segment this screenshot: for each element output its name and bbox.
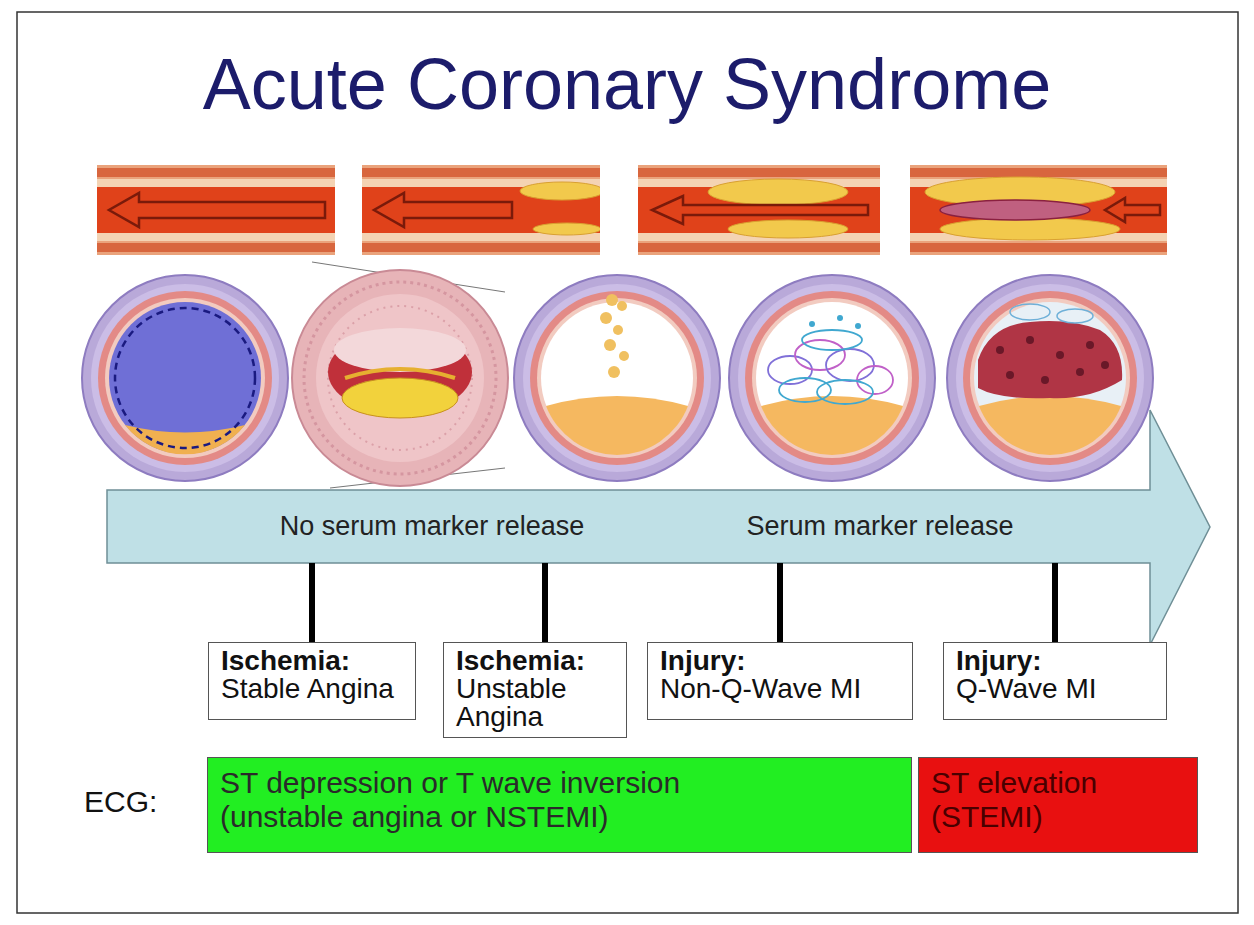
serum-marker-band: No serum marker release Serum marker rele… — [107, 490, 1150, 563]
slide-frame — [17, 12, 1238, 913]
connector-line — [542, 563, 548, 642]
stage-box: Injury:Non-Q-Wave MI — [647, 642, 913, 720]
artery-strip — [638, 165, 880, 255]
ecg-band: ST elevation (STEMI) — [918, 757, 1198, 853]
ecg-text: ST depression or T wave inversion (unsta… — [220, 766, 800, 833]
stage-box: Ischemia:Stable Angina — [208, 642, 416, 720]
artery-section — [82, 275, 288, 481]
connector-line — [1052, 563, 1058, 642]
stage-box: Injury:Q-Wave MI — [943, 642, 1167, 720]
stage-heading: Ischemia: — [221, 647, 405, 675]
connector-line — [309, 563, 315, 642]
artery-strip — [910, 165, 1167, 255]
ecg-text: ST elevation (STEMI) — [931, 766, 1171, 833]
arrow-label: No serum marker release — [252, 512, 612, 542]
row-label: ECG: — [84, 787, 157, 817]
slide-title: Acute Coronary Syndrome — [0, 48, 1254, 120]
artery-strip — [362, 165, 600, 255]
stage-heading: Injury: — [956, 647, 1156, 675]
arrow-label: Serum marker release — [700, 512, 1060, 542]
stage-box: Ischemia:Unstable Angina — [443, 642, 627, 738]
stage-heading: Ischemia: — [456, 647, 616, 675]
artery-section — [729, 275, 935, 481]
progression-arrow — [107, 410, 1210, 645]
artery-section — [947, 275, 1153, 481]
stage-name: Q-Wave MI — [956, 675, 1156, 703]
stage-heading: Injury: — [660, 647, 902, 675]
histology-section — [292, 270, 508, 486]
stage-name: Non-Q-Wave MI — [660, 675, 902, 703]
connector-line — [777, 563, 783, 642]
stage-name: Stable Angina — [221, 675, 405, 703]
artery-section — [514, 275, 720, 481]
artery-strip — [97, 165, 335, 255]
stage-name: Unstable Angina — [456, 675, 616, 731]
ecg-band: ST depression or T wave inversion (unsta… — [207, 757, 912, 853]
